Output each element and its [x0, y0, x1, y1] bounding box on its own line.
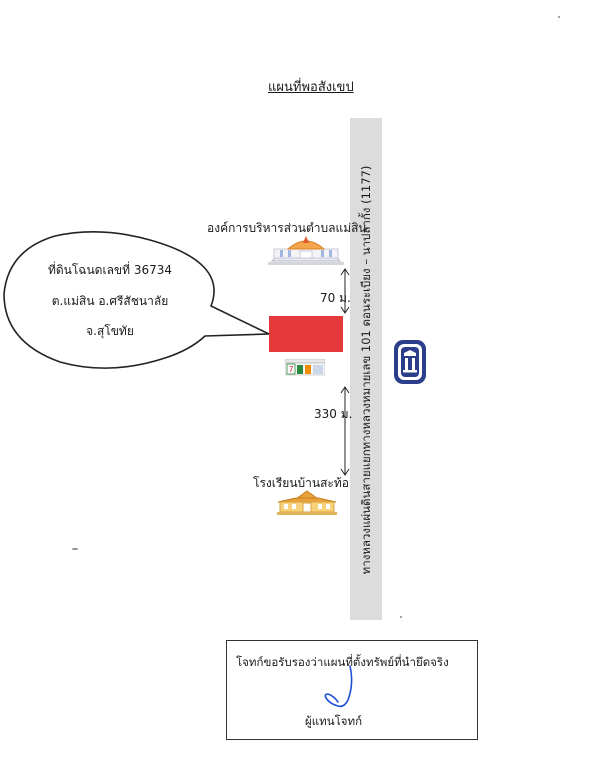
convenience-store-icon: 7 — [285, 359, 325, 376]
scan-speck — [72, 548, 78, 550]
highway-road — [350, 118, 382, 620]
plot-province: จ.สุโขทัย — [86, 324, 134, 338]
svg-text:7: 7 — [288, 365, 293, 374]
plot-callout-bubble — [3, 231, 270, 369]
plot-location: ต.แม่สิน อ.ศรีสัชนาลัย — [51, 294, 169, 308]
school-building-icon — [277, 490, 337, 515]
signature — [324, 665, 353, 708]
scan-speck — [400, 616, 402, 618]
bank-logo-icon — [394, 340, 426, 384]
scan-speck — [558, 16, 560, 18]
distance-label-sao: 70 ม. — [320, 291, 351, 305]
signer-label: ผู้แทนโจทก์ — [305, 714, 363, 728]
bubble-outline — [3, 231, 270, 369]
road-label: ทางหลวงแผ่นดินสายแยกทางหลวงหมายเลข 101 ด… — [359, 165, 373, 575]
certification-text: โจทก์ขอรับรองว่าแผนที่ตั้งทรัพย์ที่นำยึด… — [236, 655, 449, 669]
sao-label: องค์การบริหารส่วนตำบลแม่สิน — [207, 221, 367, 235]
distance-arrow-school — [340, 386, 350, 476]
distance-label-school: 330 ม. — [314, 407, 353, 421]
distance-arrow-sao — [340, 268, 350, 314]
map-title: แผนที่พอสังเขป — [268, 80, 354, 95]
plot-deed-number: ที่ดินโฉนดเลขที่ 36734 — [47, 263, 173, 277]
certification-box — [226, 640, 478, 740]
government-office-icon — [268, 236, 344, 265]
land-plot-marker — [269, 316, 343, 352]
school-label: โรงเรียนบ้านสะท้อ — [253, 476, 349, 490]
